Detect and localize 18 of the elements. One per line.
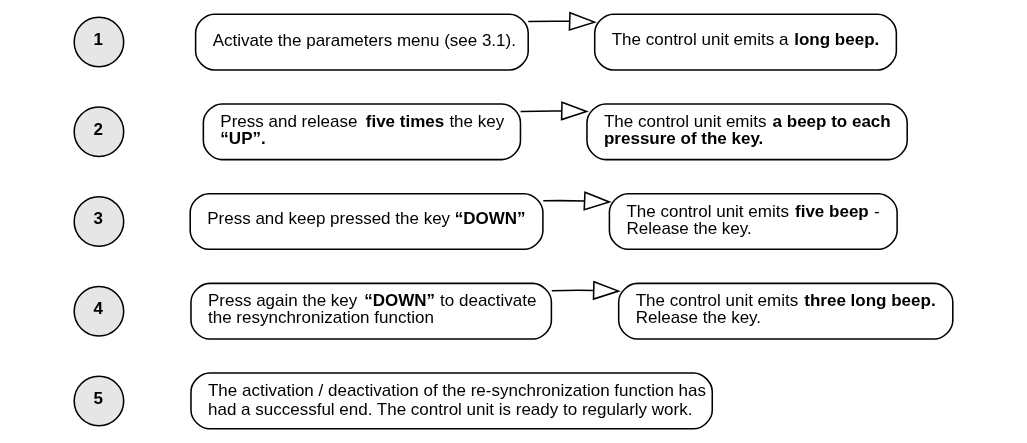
node-box: The control unit emits a beep to each pressure of the key.: [586, 103, 908, 161]
node-circle: 1: [73, 16, 125, 68]
node-circle: 5: [73, 375, 125, 427]
node-circle: 2: [73, 106, 125, 158]
node-box: The control unit emits a long beep.: [593, 13, 898, 71]
arrow: [519, 101, 589, 121]
node-box: The control unit emits five beep - Release the key.: [608, 192, 898, 251]
node-box: The control unit emits three long beep. Release the key.: [617, 282, 954, 340]
node-box: Press and release five times the key “UP”.: [202, 103, 522, 161]
node-box: Press again the key “DOWN” to deactivate the resynchronization function: [190, 282, 553, 340]
node-box: Press and keep pressed the key “DOWN”: [189, 192, 544, 251]
node-circle: 3: [73, 195, 125, 248]
arrow: [550, 280, 621, 301]
node-circle: 4: [73, 285, 125, 337]
node-box: The activation / deactivation of the re-synchronization function has had a successful end. The control unit is ready to regularly work.: [190, 372, 714, 430]
arrow: [527, 11, 597, 32]
node-box: Activate the parameters menu (see 3.1).: [194, 13, 529, 71]
arrow: [542, 191, 612, 211]
